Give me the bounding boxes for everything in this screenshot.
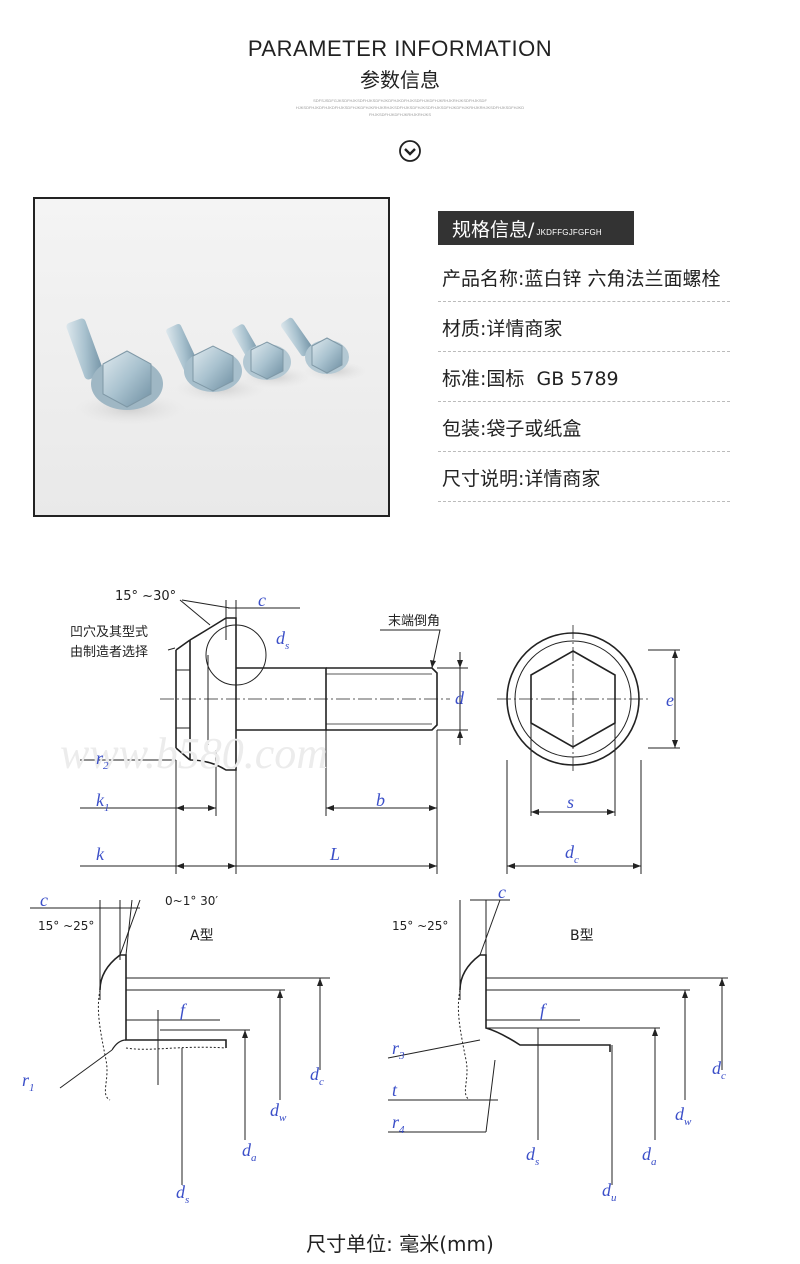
spec-label: 产品名称: bbox=[442, 268, 525, 290]
dim-k1-label: k1 bbox=[96, 790, 110, 814]
type-b-t-label: t bbox=[392, 1080, 398, 1100]
spec-label: 包装: bbox=[442, 418, 487, 440]
spec-label: 标准: bbox=[442, 368, 487, 390]
technical-drawing: www.b580.com 15° ~30° 凹穴及其型式 由制造者选择 末端倒角… bbox=[22, 589, 728, 1206]
spec-value: 详情商家 bbox=[486, 318, 563, 340]
note-recess-line-2: 由制造者选择 bbox=[70, 645, 148, 660]
spec-heading-text: 规格信息/ bbox=[452, 218, 535, 241]
dim-L-label: L bbox=[329, 844, 340, 864]
type-a-f-label: f bbox=[180, 1000, 188, 1020]
dim-r2-label: r2 bbox=[96, 748, 109, 772]
dim-dc-label: dc bbox=[565, 842, 579, 866]
type-b-c-label: c bbox=[498, 882, 506, 902]
chevron-down-circle-icon[interactable] bbox=[398, 139, 422, 163]
spec-row-packaging: 包装:袋子或纸盒 bbox=[438, 404, 730, 452]
spec-value: 蓝白锌 六角法兰面螺栓 bbox=[524, 268, 721, 290]
type-b-dw-label: dw bbox=[675, 1104, 692, 1128]
type-a-dc-label: dc bbox=[310, 1064, 324, 1088]
type-b-angle-label: 15° ~25° bbox=[392, 919, 448, 933]
spec-label: 尺寸说明: bbox=[442, 468, 525, 490]
spec-label: 材质: bbox=[442, 318, 487, 340]
fine-print-line-1: SDFSJSDFGJKSDFHJKSDFHJKSDFHJKDFHJKDFHJKS… bbox=[313, 98, 487, 103]
spec-row-product-name: 产品名称:蓝白锌 六角法兰面螺栓 bbox=[438, 254, 730, 302]
type-b-f-label: f bbox=[540, 1000, 548, 1020]
dim-c-label: c bbox=[258, 590, 266, 610]
product-photo bbox=[33, 197, 390, 517]
fine-print-line-3: FHJKSDFHJKDFHJKRHJKRHJKS bbox=[368, 112, 431, 117]
dim-ds-label: ds bbox=[276, 628, 289, 652]
dim-e-label: e bbox=[666, 690, 674, 710]
type-a-dw-label: dw bbox=[270, 1100, 287, 1124]
type-b-title: B型 bbox=[570, 928, 594, 944]
spec-heading: 规格信息/ JKDFFGJFGFGH bbox=[438, 211, 634, 245]
dim-d-label: d bbox=[455, 688, 465, 708]
type-b-da-label: da bbox=[642, 1144, 657, 1168]
dim-k-label: k bbox=[96, 844, 105, 864]
type-a-c-label: c bbox=[40, 890, 48, 910]
spec-row-standard: 标准:国标 GB 5789 bbox=[438, 354, 730, 402]
watermark-text: www.b580.com bbox=[60, 729, 328, 778]
spec-value: 国标 GB 5789 bbox=[486, 368, 619, 390]
page-title-en: PARAMETER INFORMATION bbox=[247, 36, 553, 61]
spec-row-size-note: 尺寸说明:详情商家 bbox=[438, 454, 730, 502]
flange-bolts-image bbox=[66, 317, 367, 425]
type-b-r4-label: r4 bbox=[392, 1112, 405, 1136]
type-b-ds-label: ds bbox=[526, 1144, 539, 1168]
spec-heading-subtext: JKDFFGJFGFGH bbox=[536, 227, 602, 237]
dim-s-label: s bbox=[567, 792, 574, 812]
angle-label-top: 15° ~30° bbox=[115, 589, 176, 604]
fine-print-line-2: HJKSDFHJKDFHJKDFHJKSDFHJKDFHJKRHJKRHJKSD… bbox=[295, 105, 525, 110]
type-b-r3-label: r3 bbox=[392, 1038, 405, 1062]
type-a-angle2-label: 0~1° 30′ bbox=[165, 894, 218, 908]
note-recess-line-1: 凹穴及其型式 bbox=[70, 625, 148, 640]
dim-b-label: b bbox=[376, 790, 385, 810]
type-a-r1-label: r1 bbox=[22, 1070, 35, 1094]
type-a-angle-label: 15° ~25° bbox=[38, 919, 94, 933]
chamfer-note: 末端倒角 bbox=[388, 614, 440, 629]
spec-value: 袋子或纸盒 bbox=[486, 418, 582, 440]
type-a-da-label: da bbox=[242, 1140, 257, 1164]
spec-value: 详情商家 bbox=[524, 468, 601, 490]
page-title-cn: 参数信息 bbox=[360, 68, 440, 92]
type-a-ds-label: ds bbox=[176, 1182, 189, 1206]
unit-note: 尺寸单位: 毫米(mm) bbox=[306, 1232, 494, 1256]
spec-row-material: 材质:详情商家 bbox=[438, 304, 730, 352]
type-b-dc-label: dc bbox=[712, 1058, 726, 1082]
type-b-du-label: du bbox=[602, 1180, 617, 1204]
type-a-title: A型 bbox=[190, 928, 214, 944]
